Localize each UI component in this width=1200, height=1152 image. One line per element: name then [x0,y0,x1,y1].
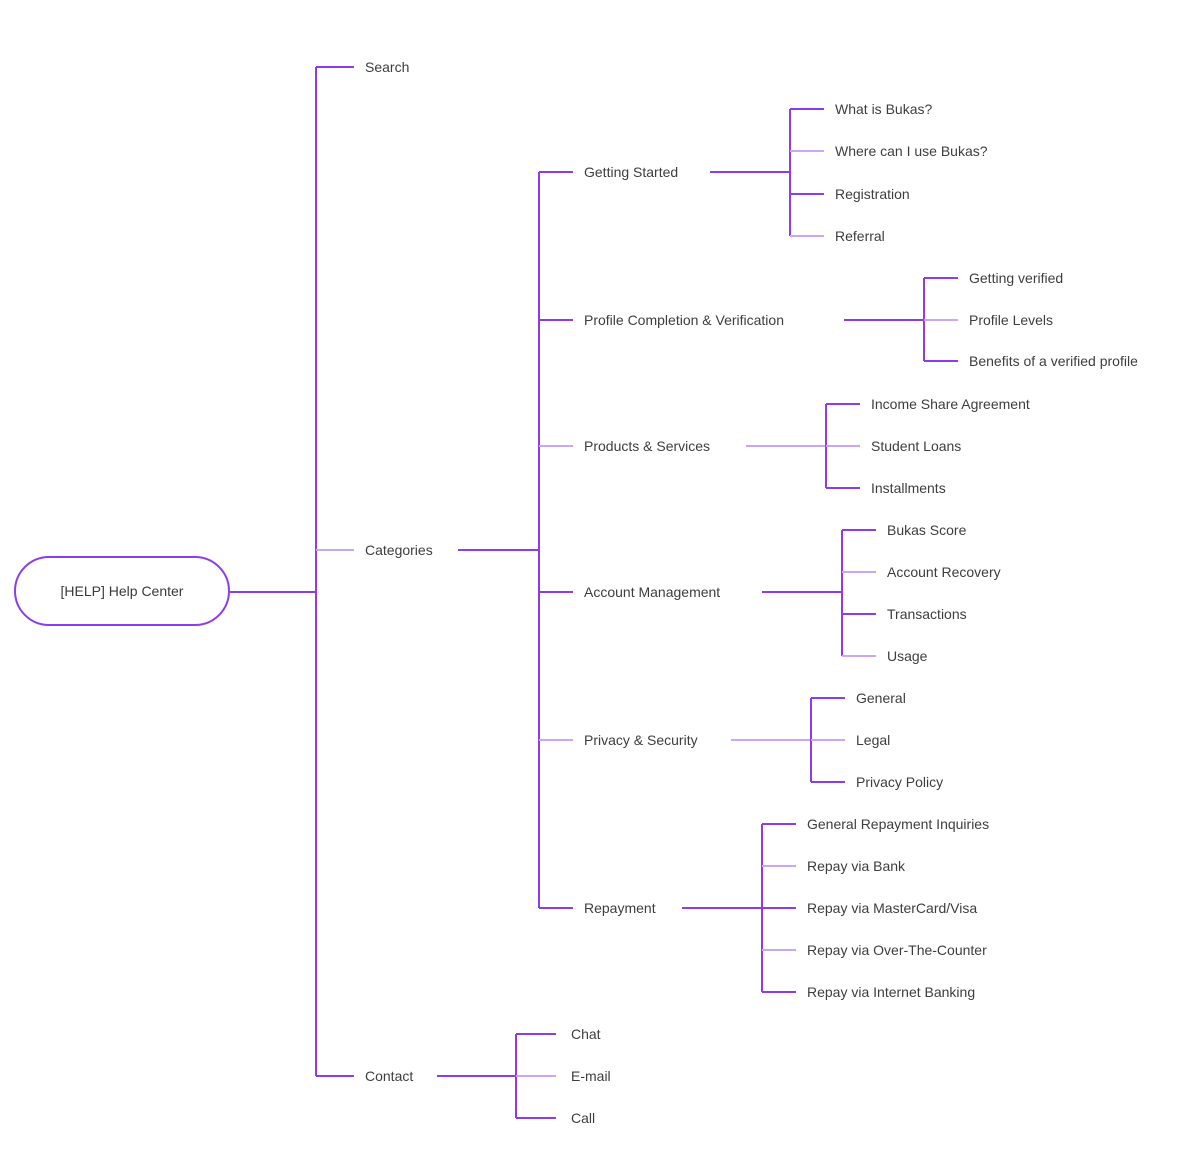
leaf-label-5-0[interactable]: General Repayment Inquiries [807,816,990,832]
contact-leaf-label-0[interactable]: Chat [571,1026,601,1042]
leaf-label-3-3[interactable]: Usage [887,648,928,664]
leaf-label-1-2[interactable]: Benefits of a verified profile [969,353,1138,369]
leaf-label-3-0[interactable]: Bukas Score [887,522,967,538]
branch-label-0[interactable]: Search [365,59,410,75]
category-label-0[interactable]: Getting Started [584,164,679,180]
branch-label-2[interactable]: Contact [365,1068,414,1084]
leaf-label-3-1[interactable]: Account Recovery [887,564,1001,580]
leaf-label-1-0[interactable]: Getting verified [969,270,1064,286]
leaf-label-4-2[interactable]: Privacy Policy [856,774,944,790]
leaf-label-0-0[interactable]: What is Bukas? [835,101,933,117]
category-label-5[interactable]: Repayment [584,900,656,916]
category-label-2[interactable]: Products & Services [584,438,711,454]
leaf-label-2-0[interactable]: Income Share Agreement [871,396,1030,412]
leaf-label-4-0[interactable]: General [856,690,906,706]
contact-leaf-label-2[interactable]: Call [571,1110,596,1126]
leaf-label-0-3[interactable]: Referral [835,228,885,244]
leaf-label-4-1[interactable]: Legal [856,732,891,748]
category-label-1[interactable]: Profile Completion & Verification [584,312,784,328]
leaf-label-2-1[interactable]: Student Loans [871,438,962,454]
root-node-help-center[interactable]: [HELP] Help Center [14,556,230,626]
leaf-label-2-2[interactable]: Installments [871,480,946,496]
branch-label-1[interactable]: Categories [365,542,433,558]
root-node-label: [HELP] Help Center [60,583,184,599]
leaf-label-0-2[interactable]: Registration [835,186,910,202]
leaf-label-5-4[interactable]: Repay via Internet Banking [807,984,976,1000]
leaf-label-3-2[interactable]: Transactions [887,606,967,622]
category-label-4[interactable]: Privacy & Security [584,732,698,748]
leaf-label-5-1[interactable]: Repay via Bank [807,858,906,874]
category-label-3[interactable]: Account Management [584,584,721,600]
leaf-label-1-1[interactable]: Profile Levels [969,312,1054,328]
contact-leaf-label-1[interactable]: E-mail [571,1068,611,1084]
leaf-label-0-1[interactable]: Where can I use Bukas? [835,143,988,159]
leaf-label-5-3[interactable]: Repay via Over-The-Counter [807,942,987,958]
leaf-label-5-2[interactable]: Repay via MasterCard/Visa [807,900,978,916]
